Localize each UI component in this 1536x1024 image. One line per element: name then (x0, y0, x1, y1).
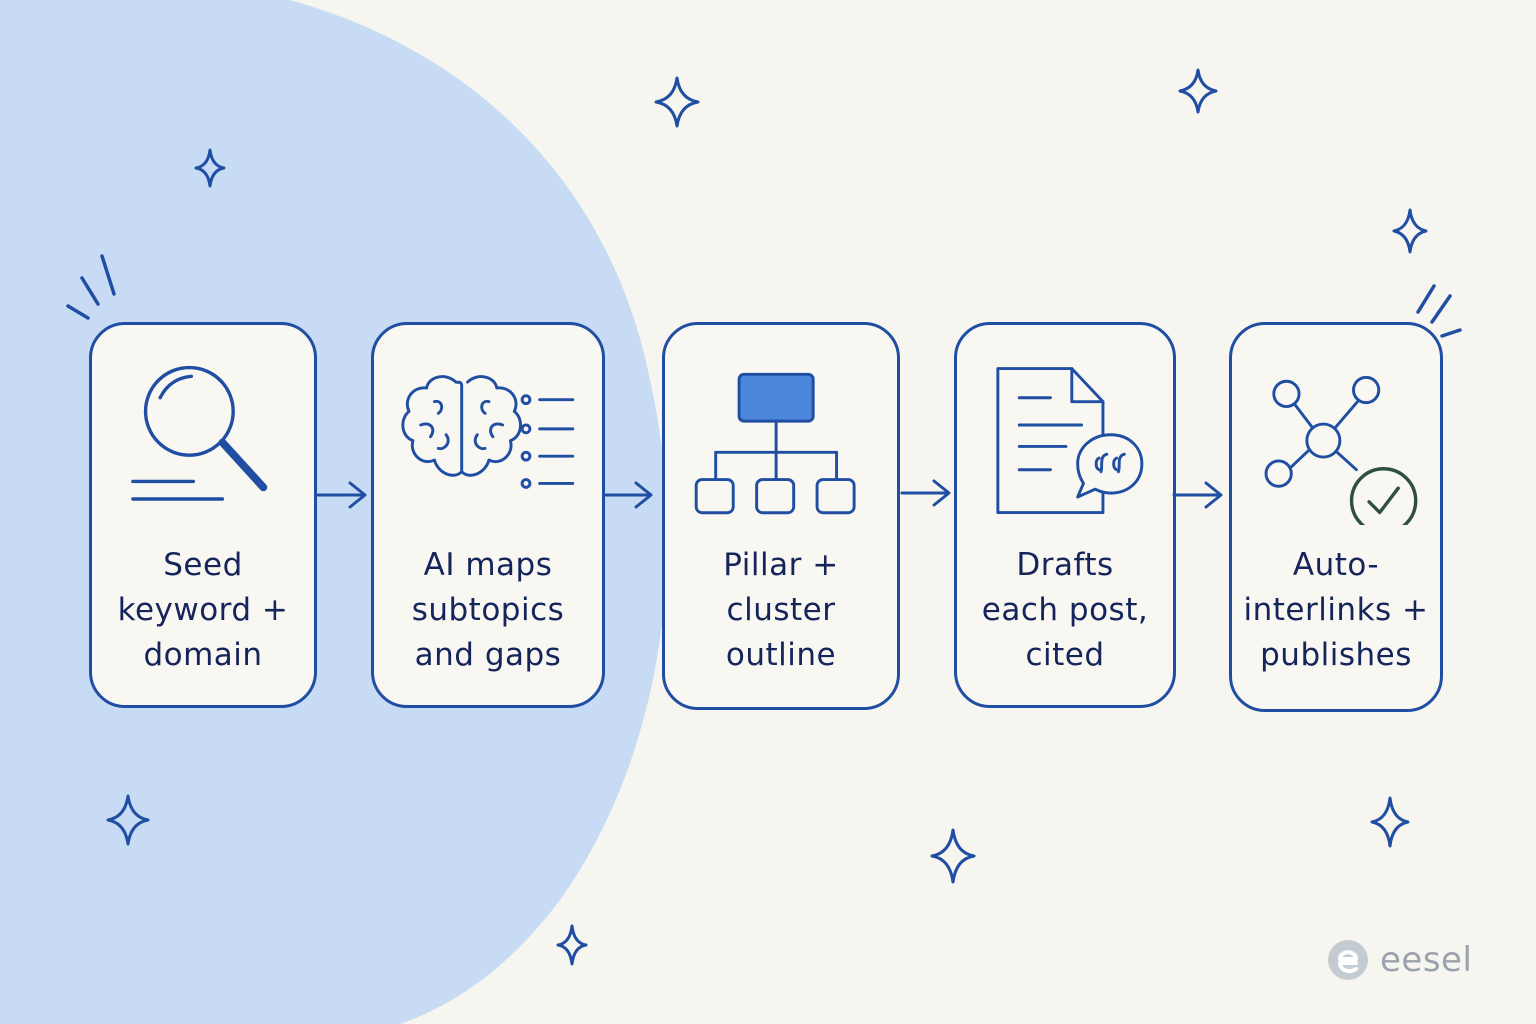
step-card-publish: Auto- interlinks + publishes (1229, 322, 1443, 712)
sparkle-icon (1178, 68, 1218, 114)
arrow-right-icon (602, 481, 653, 509)
step-card-seed: Seed keyword + domain (89, 322, 317, 708)
document-quote-icon (996, 367, 1144, 515)
emphasis-marks-icon (1416, 284, 1462, 338)
step-label: Drafts each post, cited (981, 547, 1149, 673)
sparkle-icon (106, 794, 150, 846)
step-card-pillar: Pillar + cluster outline (662, 322, 900, 710)
hierarchy-icon (694, 372, 856, 515)
step-label: Seed keyword + domain (117, 547, 289, 673)
eesel-logo-mark-icon (1328, 940, 1368, 980)
magnifier-icon (131, 365, 268, 501)
step-label: AI maps subtopics and gaps (411, 547, 565, 673)
sparkle-icon (930, 828, 976, 884)
step-label: Auto- interlinks + publishes (1243, 547, 1429, 673)
logo-text: eesel (1380, 940, 1473, 980)
step-label: Pillar + cluster outline (723, 547, 839, 673)
step-card-drafts: Drafts each post, cited (954, 322, 1176, 708)
sparkle-icon (556, 924, 588, 966)
arrow-right-icon (316, 481, 367, 509)
arrow-right-icon (1172, 481, 1223, 509)
sparkle-icon (1370, 796, 1410, 848)
step-card-ai-maps: AI maps subtopics and gaps (371, 322, 605, 708)
arrow-right-icon (900, 479, 951, 507)
sparkle-icon (1392, 208, 1428, 254)
brain-list-icon (401, 375, 575, 489)
sparkle-icon (654, 76, 700, 128)
network-check-icon (1264, 375, 1418, 525)
emphasis-marks-icon (66, 254, 116, 320)
sparkle-icon (194, 148, 226, 188)
eesel-logo: eesel (1326, 936, 1472, 984)
